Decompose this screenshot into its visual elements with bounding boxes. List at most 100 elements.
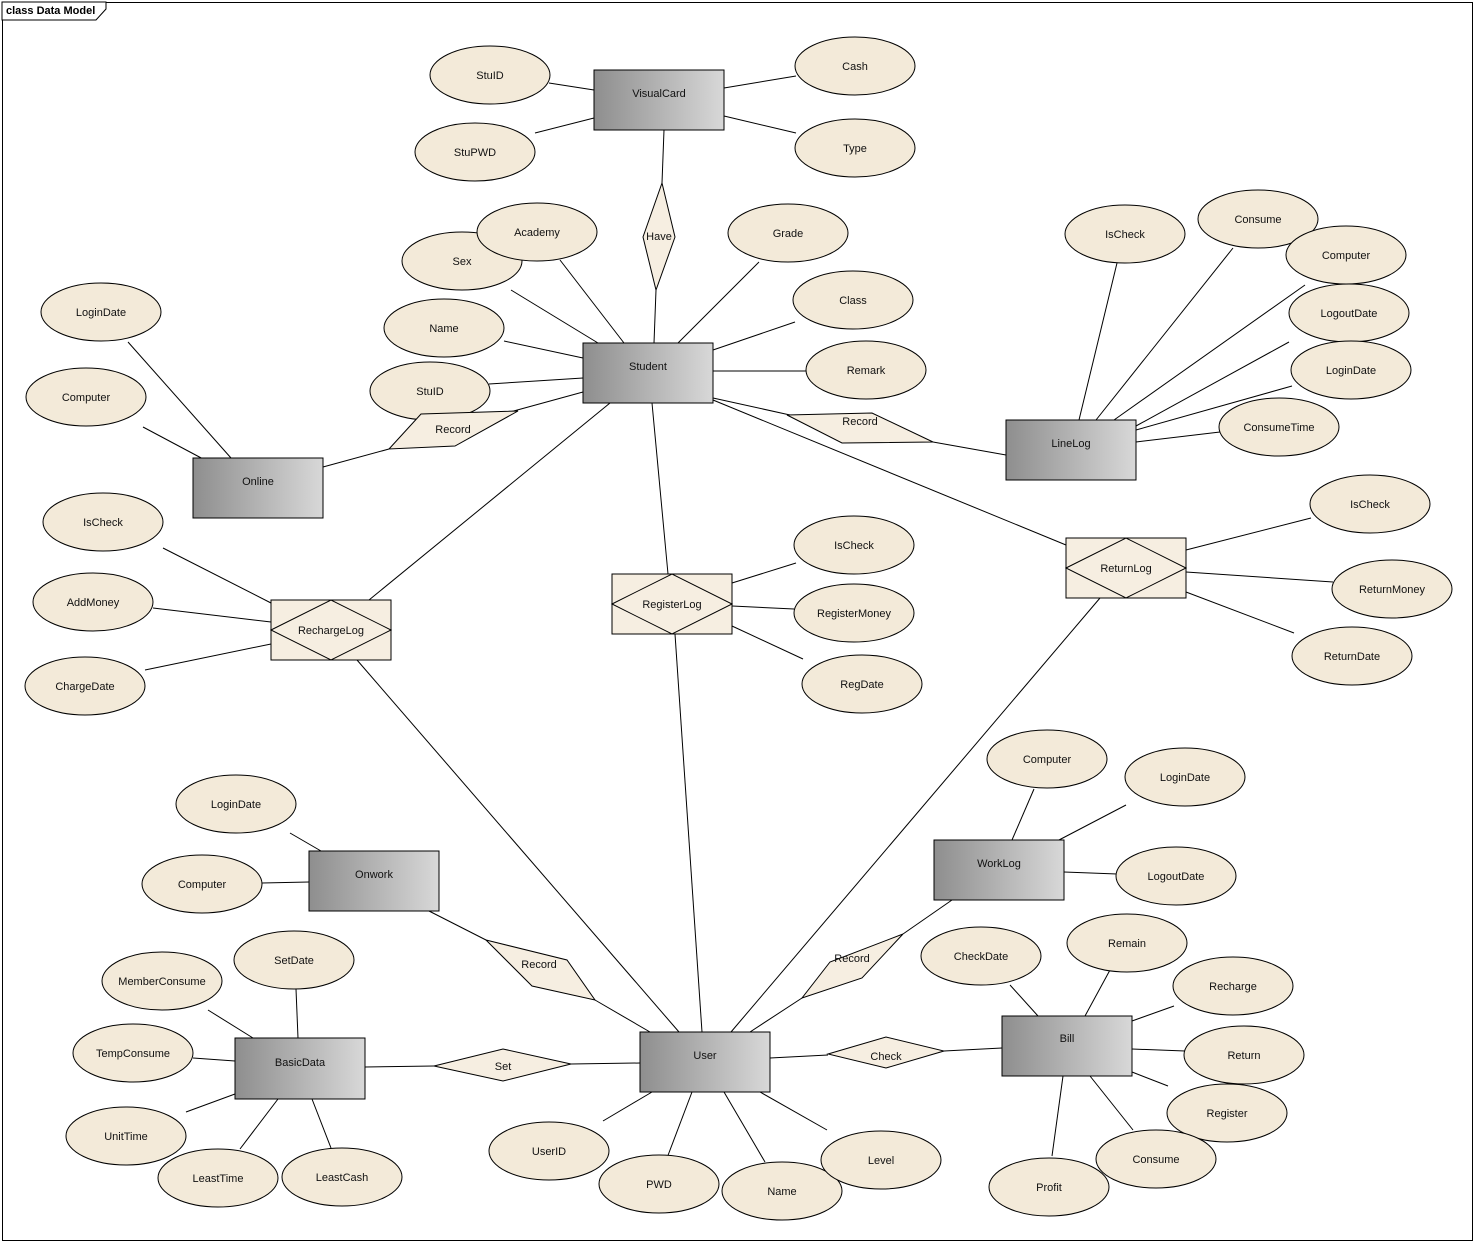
attribute-rechargelog-chargedate[interactable]: ChargeDate — [24, 656, 146, 716]
attribute-bill-profit[interactable]: Profit — [988, 1157, 1110, 1217]
relationship-label: Record — [842, 416, 877, 428]
attribute-basicdata-setdate[interactable]: SetDate — [233, 930, 355, 990]
entity-user[interactable]: User — [639, 1031, 771, 1093]
relationship-record-online[interactable]: Record — [387, 410, 519, 450]
entity-label: User — [693, 1050, 717, 1062]
attribute-label: MemberConsume — [118, 976, 205, 988]
attribute-label: Academy — [514, 227, 560, 239]
attribute-student-academy[interactable]: Academy — [476, 202, 598, 262]
attribute-online-logindate[interactable]: LoginDate — [40, 282, 162, 342]
attribute-label: StuID — [476, 70, 504, 82]
attribute-user-userid[interactable]: UserID — [488, 1121, 610, 1181]
attribute-visualcard-type[interactable]: Type — [794, 118, 916, 178]
attribute-label: IsCheck — [1350, 499, 1390, 511]
attribute-label: Return — [1227, 1050, 1260, 1062]
attribute-worklog-computer[interactable]: Computer — [986, 729, 1108, 789]
attribute-basicdata-leastcash[interactable]: LeastCash — [281, 1147, 403, 1207]
associative-entity-registerlog[interactable]: RegisterLog — [610, 573, 734, 635]
attribute-bill-consume[interactable]: Consume — [1095, 1129, 1217, 1189]
attribute-label: Name — [767, 1186, 796, 1198]
attribute-student-grade[interactable]: Grade — [727, 203, 849, 263]
attribute-label: IsCheck — [1105, 229, 1145, 241]
entity-basicdata[interactable]: BasicData — [234, 1037, 366, 1100]
attribute-returnlog-returndate[interactable]: ReturnDate — [1291, 626, 1413, 686]
attribute-visualcard-stuid[interactable]: StuID — [429, 45, 551, 105]
attribute-user-level[interactable]: Level — [820, 1130, 942, 1190]
attribute-student-stuid[interactable]: StuID — [369, 361, 491, 421]
entity-worklog[interactable]: WorkLog — [933, 839, 1065, 901]
attribute-registerlog-regdate[interactable]: RegDate — [801, 654, 923, 714]
attribute-label: LeastTime — [193, 1173, 244, 1185]
attribute-student-class[interactable]: Class — [792, 270, 914, 330]
attribute-bill-remain[interactable]: Remain — [1066, 913, 1188, 973]
relationship-label: Record — [435, 424, 470, 436]
attribute-returnlog-ischeck[interactable]: IsCheck — [1309, 474, 1431, 534]
attribute-student-remark[interactable]: Remark — [805, 340, 927, 400]
relationship-set[interactable]: Set — [433, 1048, 572, 1082]
attribute-bill-recharge[interactable]: Recharge — [1172, 956, 1294, 1016]
associative-entity-label: RechargeLog — [298, 625, 364, 637]
entity-student[interactable]: Student — [582, 342, 714, 404]
attribute-linelog-ischeck[interactable]: IsCheck — [1064, 204, 1186, 264]
attribute-registerlog-ischeck[interactable]: IsCheck — [793, 515, 915, 575]
associative-entity-returnlog[interactable]: ReturnLog — [1064, 537, 1188, 599]
attribute-linelog-consumetime[interactable]: ConsumeTime — [1218, 397, 1340, 457]
attribute-onwork-computer[interactable]: Computer — [141, 854, 263, 914]
attribute-rechargelog-addmoney[interactable]: AddMoney — [32, 572, 154, 632]
attribute-user-name[interactable]: Name — [721, 1161, 843, 1221]
attribute-label: IsCheck — [83, 517, 123, 529]
attribute-linelog-consume[interactable]: Consume — [1197, 189, 1319, 249]
attribute-label: IsCheck — [834, 540, 874, 552]
frame-title: class Data Model — [6, 5, 95, 17]
relationship-check[interactable]: Check — [826, 1036, 946, 1069]
attribute-bill-return[interactable]: Return — [1183, 1025, 1305, 1085]
attribute-returnlog-returnmoney[interactable]: ReturnMoney — [1331, 559, 1453, 619]
attribute-visualcard-cash[interactable]: Cash — [794, 36, 916, 96]
relationship-record-worklog[interactable]: Record — [800, 933, 904, 999]
entity-bill[interactable]: Bill — [1001, 1015, 1133, 1077]
entity-online[interactable]: Online — [192, 457, 324, 519]
attribute-label: RegisterMoney — [817, 608, 891, 620]
frame-title-tab: class Data Model — [1, 1, 107, 21]
attribute-basicdata-leasttime[interactable]: LeastTime — [157, 1148, 279, 1208]
relationship-label: Set — [495, 1061, 512, 1073]
attribute-label: RegDate — [840, 679, 883, 691]
attribute-basicdata-tempconsume[interactable]: TempConsume — [72, 1023, 194, 1083]
attribute-label: ConsumeTime — [1243, 422, 1314, 434]
attribute-label: Remark — [847, 365, 886, 377]
attribute-label: Register — [1207, 1108, 1248, 1120]
attribute-bill-register[interactable]: Register — [1166, 1083, 1288, 1143]
entity-linelog[interactable]: LineLog — [1005, 419, 1137, 481]
attribute-label: ChargeDate — [55, 681, 114, 693]
attribute-linelog-computer[interactable]: Computer — [1285, 225, 1407, 285]
attribute-rechargelog-ischeck[interactable]: IsCheck — [42, 492, 164, 552]
entity-label: VisualCard — [632, 88, 686, 100]
attribute-registerlog-registermoney[interactable]: RegisterMoney — [793, 583, 915, 643]
attribute-label: Cash — [842, 61, 868, 73]
relationship-record-onwork[interactable]: Record — [484, 939, 597, 1001]
attribute-label: StuID — [416, 386, 444, 398]
entity-onwork[interactable]: Onwork — [308, 850, 440, 912]
relationship-record-linelog[interactable]: Record — [786, 412, 934, 444]
entity-label: Bill — [1060, 1033, 1075, 1045]
attribute-basicdata-memberconsume[interactable]: MemberConsume — [101, 951, 223, 1011]
attribute-linelog-logindate[interactable]: LoginDate — [1290, 340, 1412, 400]
attribute-visualcard-stupwd[interactable]: StuPWD — [414, 122, 536, 182]
attribute-worklog-logoutdate[interactable]: LogoutDate — [1115, 846, 1237, 906]
entity-visualcard[interactable]: VisualCard — [593, 69, 725, 131]
attribute-bill-checkdate[interactable]: CheckDate — [920, 926, 1042, 986]
attribute-onwork-logindate[interactable]: LoginDate — [175, 774, 297, 834]
attribute-label: LoginDate — [1160, 772, 1210, 784]
attribute-linelog-logoutdate[interactable]: LogoutDate — [1288, 283, 1410, 343]
attribute-worklog-logindate[interactable]: LoginDate — [1124, 747, 1246, 807]
relationship-have[interactable]: Have — [642, 181, 676, 292]
attribute-label: Consume — [1234, 214, 1281, 226]
attribute-label: LeastCash — [316, 1172, 369, 1184]
attribute-label: LogoutDate — [1148, 871, 1205, 883]
associative-entity-rechargelog[interactable]: RechargeLog — [269, 599, 393, 661]
attribute-online-computer[interactable]: Computer — [25, 367, 147, 427]
attribute-user-pwd[interactable]: PWD — [598, 1154, 720, 1214]
attribute-basicdata-unittime[interactable]: UnitTime — [65, 1106, 187, 1166]
attribute-label: Computer — [62, 392, 111, 404]
attribute-student-name[interactable]: Name — [383, 298, 505, 358]
